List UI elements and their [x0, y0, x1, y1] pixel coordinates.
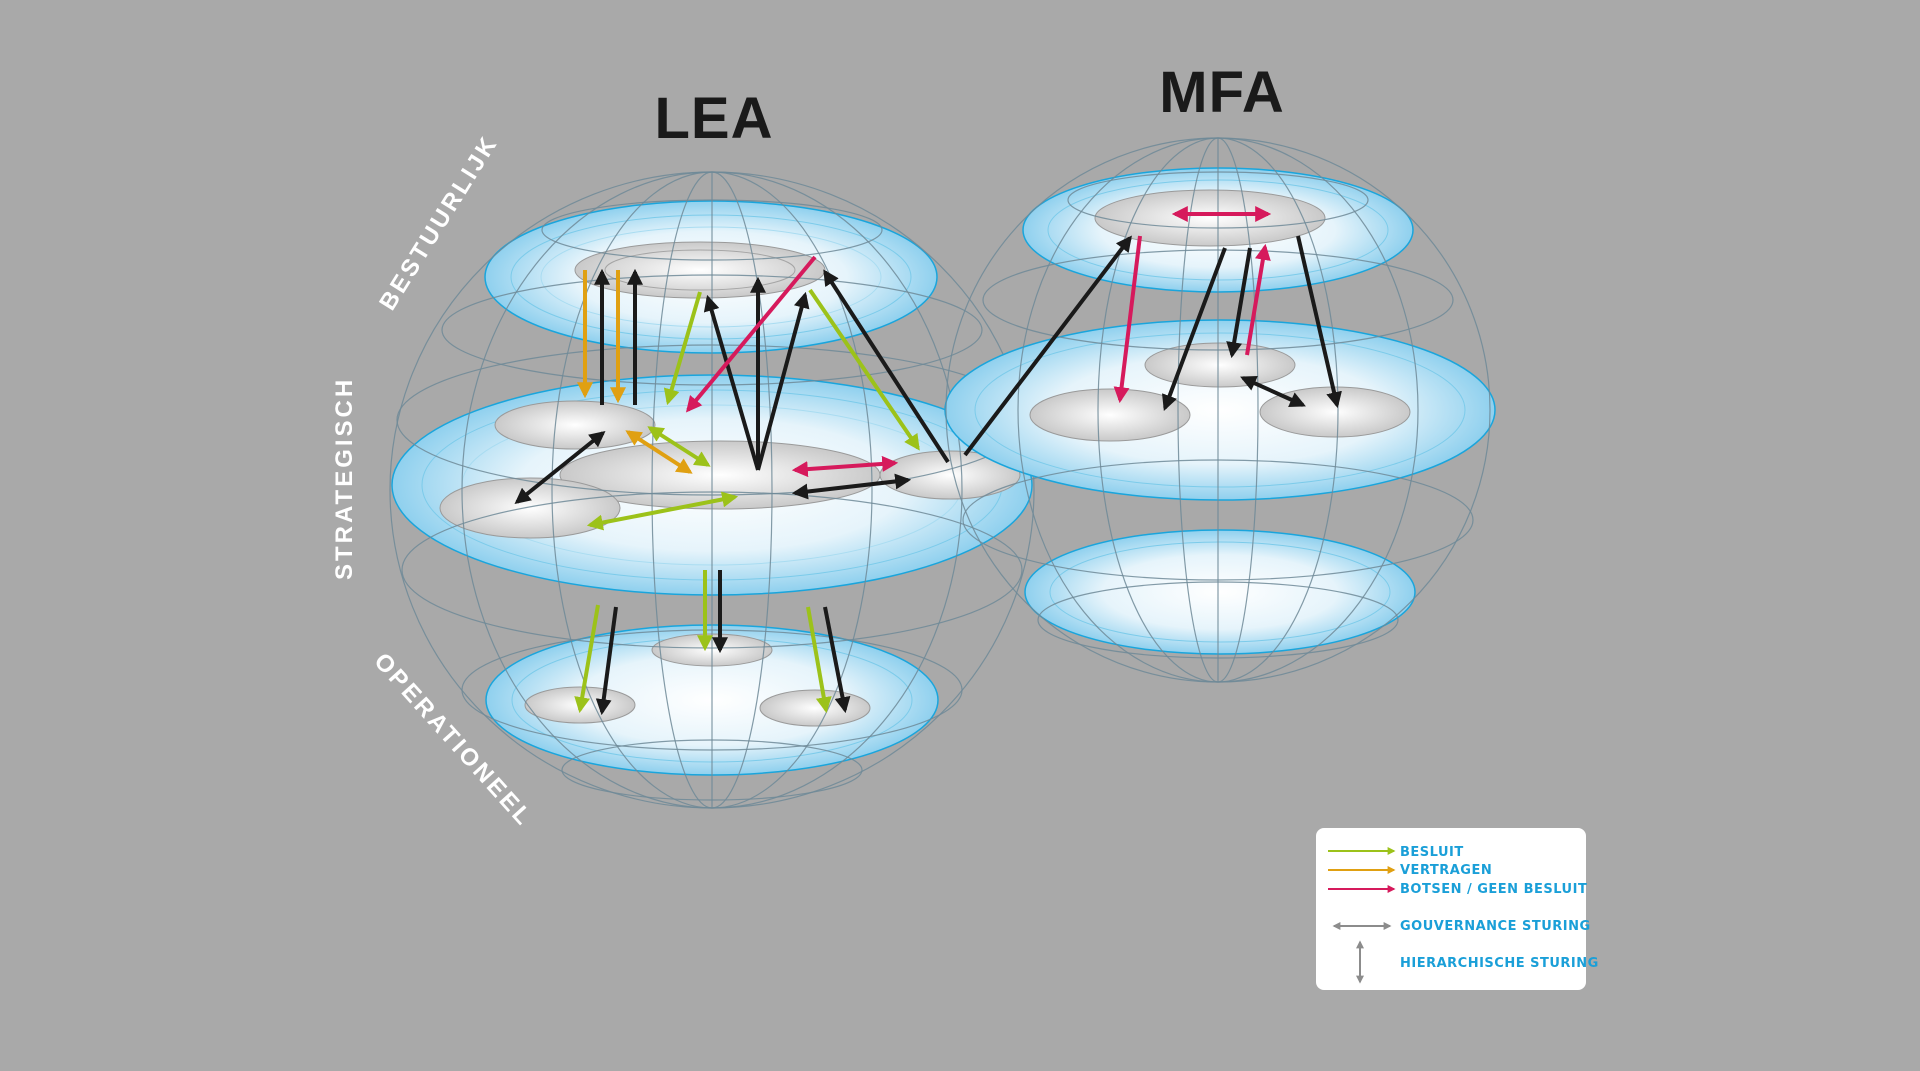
lea-title: LEA [655, 86, 774, 151]
arrow-hierarchisch [756, 291, 810, 471]
arrow-hierarchisch [823, 269, 950, 464]
legend: BESLUIT VERTRAGEN BOTSEN / GEEN BESLUIT … [1316, 828, 1599, 990]
arrow-hierarchisch [703, 294, 760, 471]
arrow-botsen [1113, 235, 1142, 404]
mfa-disc-strategisch [944, 319, 1496, 501]
arrow-hierarchisch [1296, 235, 1342, 409]
level-label-strategisch: STRATEGISCH [331, 377, 358, 580]
arrow-hierarchisch [1162, 247, 1227, 411]
legend-item-botsen: BOTSEN / GEEN BESLUIT [1328, 882, 1587, 897]
arrow-botsen [685, 255, 817, 413]
legend-item-besluit: BESLUIT [1328, 845, 1464, 860]
arrow-gouvernance [1240, 375, 1306, 408]
arrow-botsen [791, 455, 899, 478]
arrow-hierarchisch [823, 606, 851, 714]
arrow-hierarchisch [1226, 247, 1252, 359]
svg-text:VERTRAGEN: VERTRAGEN [1400, 863, 1492, 878]
legend-item-vertragen: VERTRAGEN [1328, 863, 1492, 878]
arrow-besluit [663, 291, 702, 406]
mfa-wireframe [945, 137, 1491, 683]
mfa-disc-operationeel [1024, 529, 1416, 655]
svg-text:BESLUIT: BESLUIT [1400, 845, 1464, 860]
arrow-besluit [806, 606, 832, 714]
svg-text:GOUVERNANCE STURING: GOUVERNANCE STURING [1400, 919, 1591, 934]
lea-sphere [389, 171, 1035, 809]
arrow-vertragen [625, 430, 693, 474]
lea-disc-bestuurlijk [484, 200, 938, 354]
arrow-hierarchisch [595, 606, 618, 716]
arrows [514, 206, 1342, 716]
legend-item-gouvernance: GOUVERNANCE STURING [1332, 919, 1591, 934]
svg-text:HIERARCHISCHE STURING: HIERARCHISCHE STURING [1400, 956, 1599, 971]
arrow-besluit [574, 604, 600, 714]
arrow-gouvernance [791, 473, 912, 500]
arrow-besluit [586, 491, 739, 531]
svg-text:BOTSEN / GEEN BESLUIT: BOTSEN / GEEN BESLUIT [1400, 882, 1587, 897]
arrow-botsen [1245, 243, 1271, 356]
legend-item-hierarchisch: HIERARCHISCHE STURING [1356, 940, 1599, 984]
mfa-title: MFA [1159, 60, 1284, 125]
arrow-besluit [808, 288, 920, 451]
mfa-sphere [944, 137, 1496, 683]
level-label-bestuurlijk: BESTUURLIJK [374, 130, 503, 315]
arrow-gouvernance [514, 430, 606, 505]
arrow-hierarchisch [963, 235, 1132, 457]
